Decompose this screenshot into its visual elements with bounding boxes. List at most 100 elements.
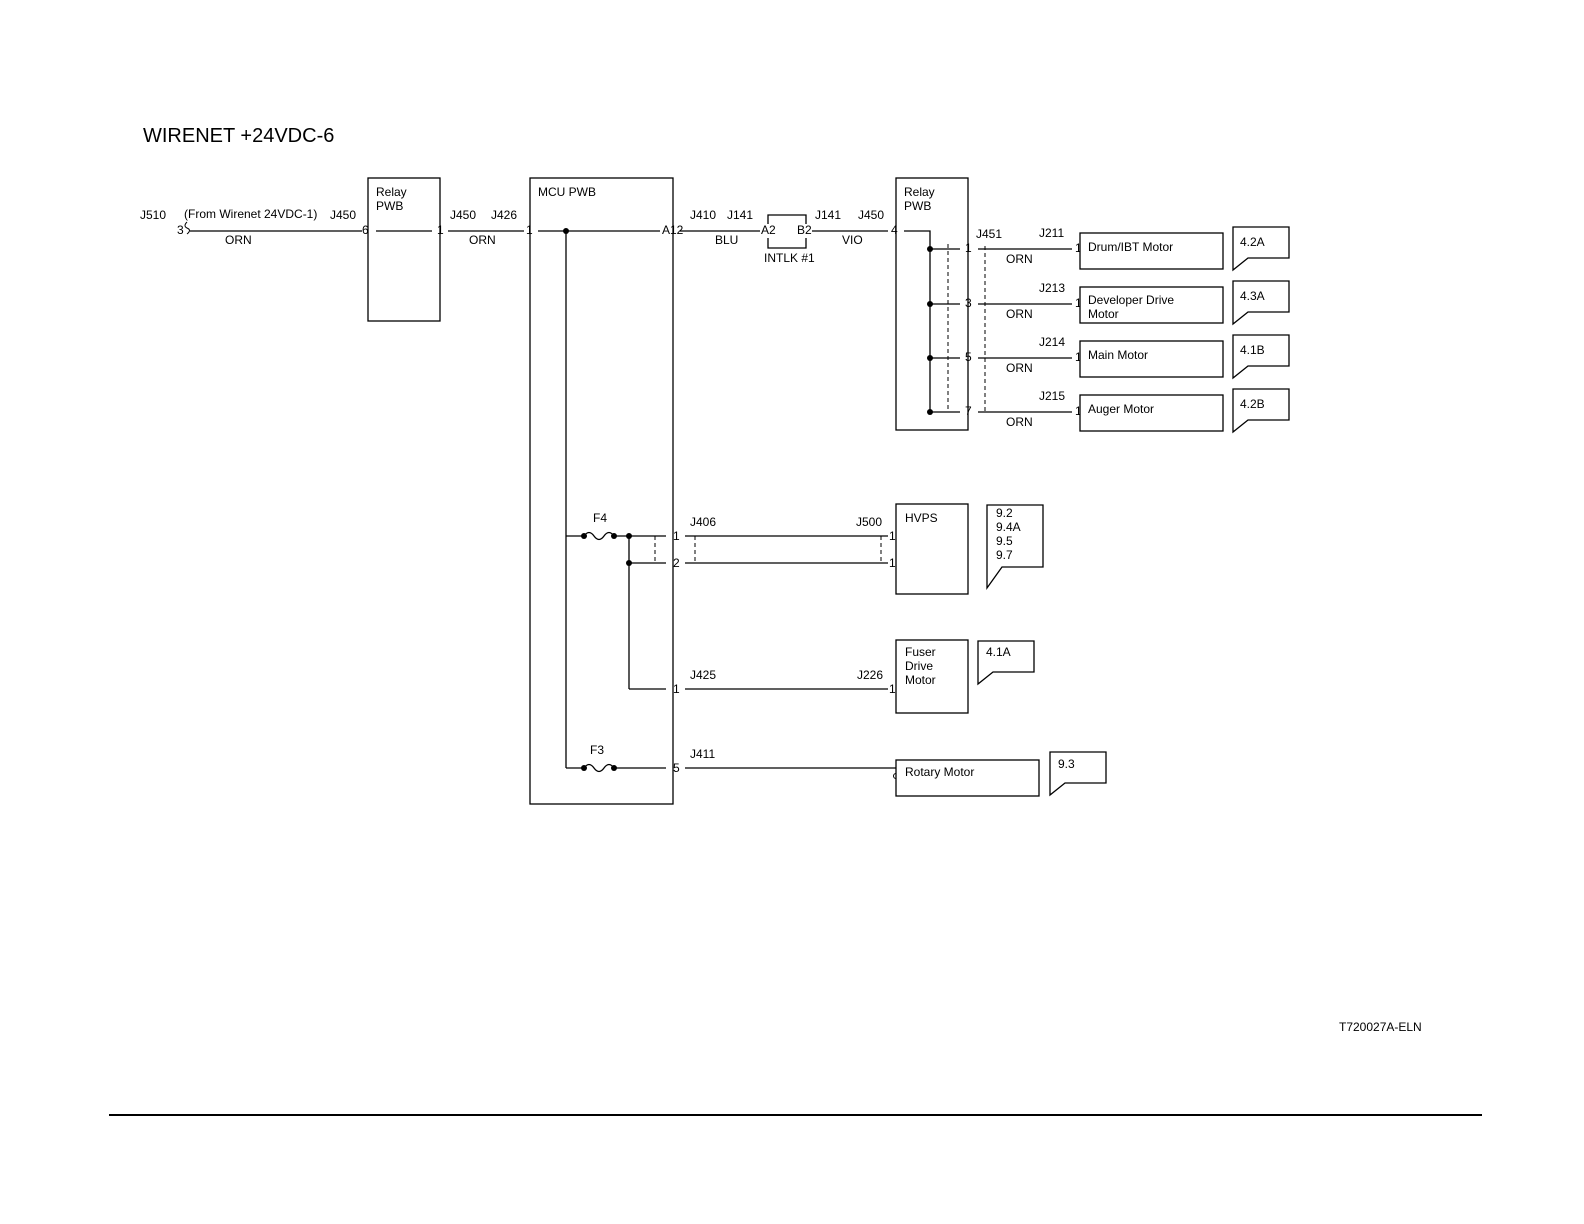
j406-pin-1: 1 xyxy=(673,529,680,543)
motor-2-name-1: Developer Drive xyxy=(1088,293,1174,307)
diagram-title: WIRENET +24VDC-6 xyxy=(143,125,334,147)
j500-label: J500 xyxy=(856,515,882,529)
motor-1-load-pin: 1 xyxy=(1075,241,1082,255)
motor-3-load-pin: 1 xyxy=(1075,350,1082,364)
interlock-pin-b2: B2 xyxy=(797,223,812,237)
motor-2-connector: J213 xyxy=(1039,281,1065,295)
relay-pwb-1-out-connector: J450 xyxy=(450,208,476,222)
motor-4-relay-pin: 7 xyxy=(965,404,972,418)
motor-3-wire-color: ORN xyxy=(1006,361,1033,375)
j406-pin-2: 2 xyxy=(673,556,680,570)
motor-1-ref: 4.2A xyxy=(1240,235,1265,249)
mcu-pwb-label: MCU PWB xyxy=(538,185,596,199)
figure-id: T720027A-ELN xyxy=(1339,1020,1422,1034)
relay-pwb-1-in-pin: 6 xyxy=(362,223,369,237)
rotary-ref-flag xyxy=(1049,751,1107,797)
motor-1-connector: J211 xyxy=(1039,226,1064,240)
motor-4-load-pin: 1 xyxy=(1075,404,1082,418)
hvps-ref-2: 9.4A xyxy=(996,520,1021,534)
rotary-box xyxy=(895,759,1040,797)
motor-4-box xyxy=(1079,394,1224,432)
relay-pwb-1-label-1: Relay xyxy=(376,185,407,199)
relay-pwb-1-label-2: PWB xyxy=(376,199,403,213)
motor-1-box xyxy=(1079,232,1224,270)
j406-label: J406 xyxy=(690,515,716,529)
motor-2-relay-pin: 3 xyxy=(965,296,972,310)
motor-3-name: Main Motor xyxy=(1088,348,1148,362)
j411-pin: 5 xyxy=(673,761,680,775)
j425-pin: 1 xyxy=(673,682,680,696)
fuser-ref-flag xyxy=(977,640,1035,686)
motor-1-relay-pin: 1 xyxy=(965,241,972,255)
rotary-ref: 9.3 xyxy=(1058,757,1075,771)
rotary-name: Rotary Motor xyxy=(905,765,974,779)
relay-pwb-1-in-connector: J450 xyxy=(330,208,356,222)
fuse-f4-label: F4 xyxy=(593,511,607,525)
motor-3-box xyxy=(1079,340,1224,378)
fuser-box xyxy=(895,639,969,714)
mcu-pwb-box xyxy=(529,177,674,805)
fuser-name-3: Motor xyxy=(905,673,936,687)
motor-2-ref: 4.3A xyxy=(1240,289,1265,303)
interlock-out-wire-color: VIO xyxy=(842,233,863,247)
relay-pwb-2-out-connector: J451 xyxy=(976,227,1002,241)
hvps-label: HVPS xyxy=(905,511,938,525)
fuse-f4-icon xyxy=(583,531,615,541)
source-wire-color: ORN xyxy=(225,233,252,247)
motor-1-wire-color: ORN xyxy=(1006,252,1033,266)
source-note: (From Wirenet 24VDC-1) xyxy=(184,207,317,221)
motor-2-box xyxy=(1079,286,1224,324)
j411-label: J411 xyxy=(690,747,715,761)
motor-3-relay-pin: 5 xyxy=(965,350,972,364)
motor-2-wire-color: ORN xyxy=(1006,307,1033,321)
motor-2-name-2: Motor xyxy=(1088,307,1119,321)
relay-pwb-1-box xyxy=(367,177,441,322)
hvps-ref-1: 9.2 xyxy=(996,506,1013,520)
hvps-box xyxy=(895,503,969,595)
hvps-ref-3: 9.5 xyxy=(996,534,1013,548)
mcu-in-pin: 1 xyxy=(526,223,533,237)
mcu-in-connector: J426 xyxy=(491,208,517,222)
motor-3-connector: J214 xyxy=(1039,335,1065,349)
relay-pwb-1-out-wire-color: ORN xyxy=(469,233,496,247)
motor-4-connector: J215 xyxy=(1039,389,1065,403)
motor-4-ref: 4.2B xyxy=(1240,397,1265,411)
j226-pin: 1 xyxy=(889,682,896,696)
connector-break-icon xyxy=(184,221,190,235)
motor-2-ref-flag xyxy=(1232,280,1290,326)
relay-pwb-1-out-pin: 1 xyxy=(437,223,444,237)
j410-label: J410 xyxy=(690,208,716,222)
motor-4-wire-color: ORN xyxy=(1006,415,1033,429)
j510-label: J510 xyxy=(140,208,166,222)
fuser-ref: 4.1A xyxy=(986,645,1011,659)
relay-pwb-2-label-1: Relay xyxy=(904,185,935,199)
motor-4-name: Auger Motor xyxy=(1088,402,1154,416)
j425-label: J425 xyxy=(690,668,716,682)
j510-pin: 3 xyxy=(177,223,184,237)
motor-1-ref-flag xyxy=(1232,226,1290,272)
fuse-f3-icon xyxy=(583,763,615,773)
interlock-pin-a2: A2 xyxy=(761,223,776,237)
relay-pwb-2-in-connector: J450 xyxy=(858,208,884,222)
interlock-label: INTLK #1 xyxy=(764,251,815,265)
motor-2-load-pin: 1 xyxy=(1075,296,1082,310)
fuser-name-1: Fuser xyxy=(905,645,936,659)
hvps-ref-4: 9.7 xyxy=(996,548,1013,562)
relay-pwb-2-internal-bus xyxy=(904,230,931,412)
j141-right-label: J141 xyxy=(815,208,841,222)
motor-4-ref-flag xyxy=(1232,388,1290,434)
interlock-switch-top xyxy=(767,214,807,224)
relay-pwb-2-in-pin: 4 xyxy=(891,223,898,237)
j226-label: J226 xyxy=(857,668,883,682)
motor-1-name: Drum/IBT Motor xyxy=(1088,240,1173,254)
interlock-in-wire-color: BLU xyxy=(715,233,738,247)
hvps-ref-flag xyxy=(986,504,1044,591)
interlock-switch-bottom xyxy=(767,238,807,249)
fuse-f3-label: F3 xyxy=(590,743,604,757)
motor-3-ref: 4.1B xyxy=(1240,343,1265,357)
mcu-out-pin: A12 xyxy=(662,223,684,237)
motor-3-ref-flag xyxy=(1232,334,1290,380)
fuser-name-2: Drive xyxy=(905,659,933,673)
j141-left-label: J141 xyxy=(727,208,753,222)
